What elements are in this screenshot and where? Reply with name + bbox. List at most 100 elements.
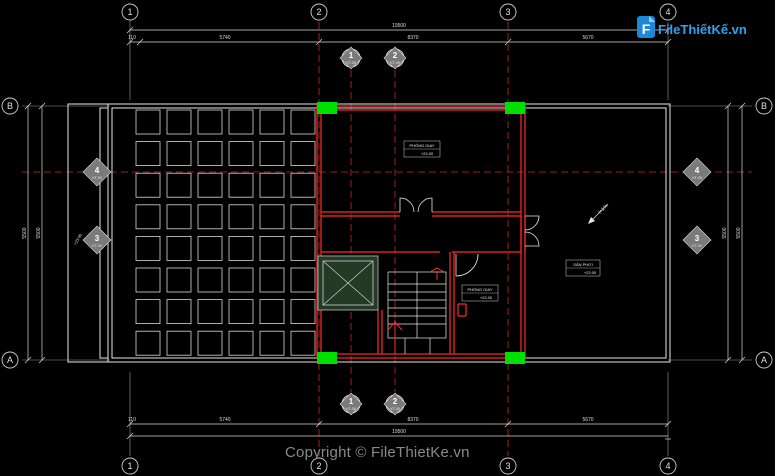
logo-text: FileThiếtKế.vn [658,22,747,37]
roof-tile [166,235,192,261]
left-note: +23.00 [72,232,83,246]
copyright-watermark: Copyright © FileThietKe.vn [285,444,470,461]
roof-tile [166,109,192,135]
room-label-2 [461,284,499,302]
section-marker-right-4 [682,157,712,187]
section-marker-left-3 [82,225,112,255]
dim-left-inner: 5500 [36,227,42,238]
axis-label-2-top: 2 [316,7,321,17]
roof-tile [259,141,285,167]
roof-tile [228,267,254,293]
roof-tile [228,109,254,135]
roof-tile [135,330,161,356]
axis-bubbles [1,3,773,475]
roof-tile [290,172,316,198]
dim-bottom-edge: 110 [128,417,136,423]
section-marker-right-4-ref: KT-05 [692,176,701,180]
roof-tile [135,109,161,135]
section-marker-right-3-ref: KT-09 [692,244,701,248]
section-marker-left-3-label: 3 [95,234,100,243]
section-marker-right-4-label: 4 [695,166,700,175]
roof-tile [166,267,192,293]
axis-label-1-bottom: 1 [127,461,132,471]
bottom-dimension-chain [126,420,672,440]
room2-tag: +23.00 [480,295,493,300]
roof-tile [197,204,223,230]
section-marker-bottom-2-label: 2 [393,397,398,406]
room2-name: PHÒNG GIAY [467,287,492,292]
section-marker-top-2-ref: KT-09 [390,61,399,65]
left-dimension-chain [24,102,46,364]
right-dimension-chain [724,102,746,364]
dim-right-total: 5500 [736,227,742,238]
room-label-1 [403,140,441,158]
section-marker-top-1 [339,46,363,70]
roof-tile [290,204,316,230]
section-marker-right-3 [682,225,712,255]
dim-top-seg-1: 5740 [219,35,230,41]
dim-top-edge: 110 [128,35,136,41]
room-label-3 [565,259,601,277]
dim-bottom-seg-2: 8370 [407,417,418,423]
dim-right-inner: 5500 [722,227,728,238]
roof-tile [290,109,316,135]
dim-top-seg-3: 5670 [582,35,593,41]
section-marker-top-2 [383,46,407,70]
roof-tile [197,299,223,325]
slope-label: i=1% [597,203,610,216]
roof-tile [135,235,161,261]
section-marker-bottom-1-label: 1 [349,397,354,406]
door-swings [399,197,540,277]
dim-left-total: 5500 [22,227,28,238]
room1-tag: +23.00 [421,151,434,156]
axis-lines [22,22,752,456]
stair-direction-arrow [387,267,445,354]
structural-columns [317,102,525,364]
dim-top-total: 19500 [392,23,406,29]
roof-tile [228,299,254,325]
roof-tile [197,267,223,293]
axis-label-a-right: A [761,355,767,365]
roof-tile [197,235,223,261]
axis-label-b-left: B [7,101,13,111]
section-marker-left-4-label: 4 [95,166,100,175]
roof-tile [290,330,316,356]
section-marker-left-4-ref: KT-05 [92,176,101,180]
axis-label-3-top: 3 [505,7,510,17]
section-markers [82,46,712,416]
section-marker-left-4 [82,157,112,187]
section-marker-top-1-ref: KT-05 [346,61,355,65]
axis-label-3-bottom: 3 [505,461,510,471]
section-marker-right-3-label: 3 [695,234,700,243]
section-marker-bottom-1 [339,392,363,416]
roof-tile [135,267,161,293]
roof-tile [259,204,285,230]
room1-name: PHÒNG GIAY [409,143,434,148]
axis-label-b-right: B [761,101,767,111]
filethietke-logo: F FileThiếtKế.vn [637,16,747,38]
roof-tile [290,267,316,293]
roof-tile [290,141,316,167]
axis-label-1-top: 1 [127,7,132,17]
roof-tile [290,299,316,325]
roof-tile [166,172,192,198]
roof-tile [259,267,285,293]
roof-tile [166,204,192,230]
roof-tile-grid [135,109,316,356]
roof-tile [135,172,161,198]
roof-tile [166,141,192,167]
roof-tile [228,172,254,198]
roof-tile [228,330,254,356]
roof-tile [290,235,316,261]
dim-bottom-seg-1: 5740 [219,417,230,423]
axis-label-2-bottom: 2 [316,461,321,471]
roof-tile [197,109,223,135]
roof-tile [259,172,285,198]
roof-tile [166,299,192,325]
dim-top-seg-2: 8370 [407,35,418,41]
section-marker-top-1-label: 1 [349,51,354,60]
roof-tile [135,204,161,230]
roof-tile [166,330,192,356]
